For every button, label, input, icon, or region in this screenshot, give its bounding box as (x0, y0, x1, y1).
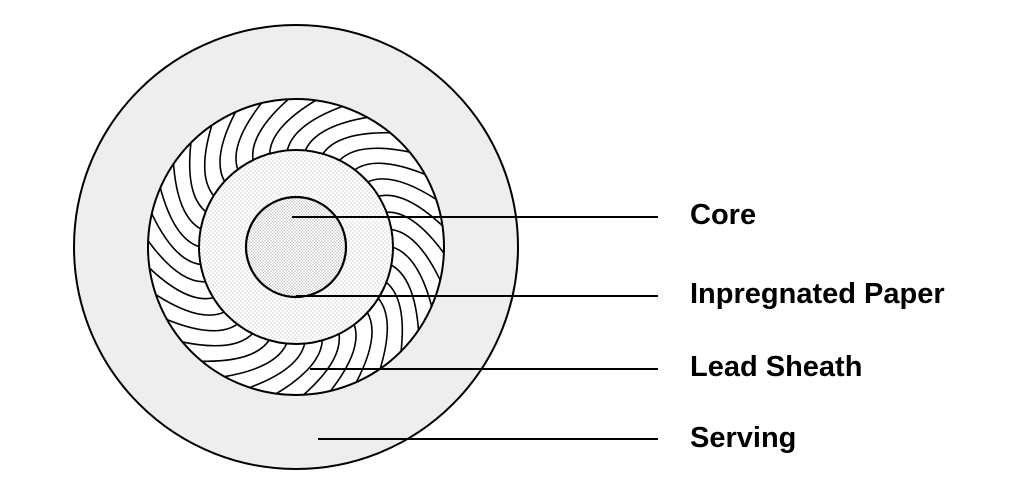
lead-hatch-line (159, 185, 201, 248)
lead-hatch-line (219, 110, 238, 183)
core-label: Core (690, 199, 757, 231)
lead-hatch-line (376, 296, 389, 371)
lead-hatch-line (338, 147, 412, 162)
lead-hatch-line (172, 162, 202, 231)
lead-hatch-line (321, 131, 392, 156)
lead-hatch-line (354, 311, 373, 384)
lead-hatch-line (148, 266, 215, 300)
lead-hatch-line (384, 281, 404, 353)
lead-hatch-line (222, 342, 288, 378)
lead-hatch-line (353, 162, 427, 176)
core-conductor (244, 195, 348, 299)
lead-hatch-line (274, 339, 324, 395)
lead-hatch-line (165, 318, 239, 332)
lead-hatch-line (391, 246, 433, 309)
lead-hatch-line (180, 332, 254, 347)
lead-hatch-line (377, 194, 444, 228)
lead-hatch-line (200, 338, 271, 363)
lead-hatch-line (304, 116, 370, 152)
lead-sheath-label: Lead Sheath (690, 351, 863, 383)
lead-hatch-line (301, 332, 341, 395)
serving-label: Serving (690, 422, 797, 454)
lead-hatch-line (235, 101, 264, 171)
lead-hatch-line (366, 178, 438, 201)
lead-hatch-line (154, 293, 226, 316)
lead-hatch-line (385, 211, 444, 255)
lead-hatch-line (286, 105, 345, 152)
lead-hatch-line (390, 263, 420, 332)
lead-hatch-line (188, 141, 208, 213)
lead-sheath-hatching (148, 99, 444, 395)
lead-hatch-line (390, 228, 442, 283)
lead-hatch-line (247, 342, 306, 389)
lead-hatch-line (148, 239, 207, 283)
lead-hatch-line (328, 323, 357, 393)
impregnated-paper-label: Inpregnated Paper (690, 278, 945, 310)
lead-hatch-line (150, 211, 202, 266)
lead-hatch-line (268, 99, 318, 155)
lead-hatch-line (203, 123, 216, 198)
lead-hatch-line (251, 99, 291, 162)
